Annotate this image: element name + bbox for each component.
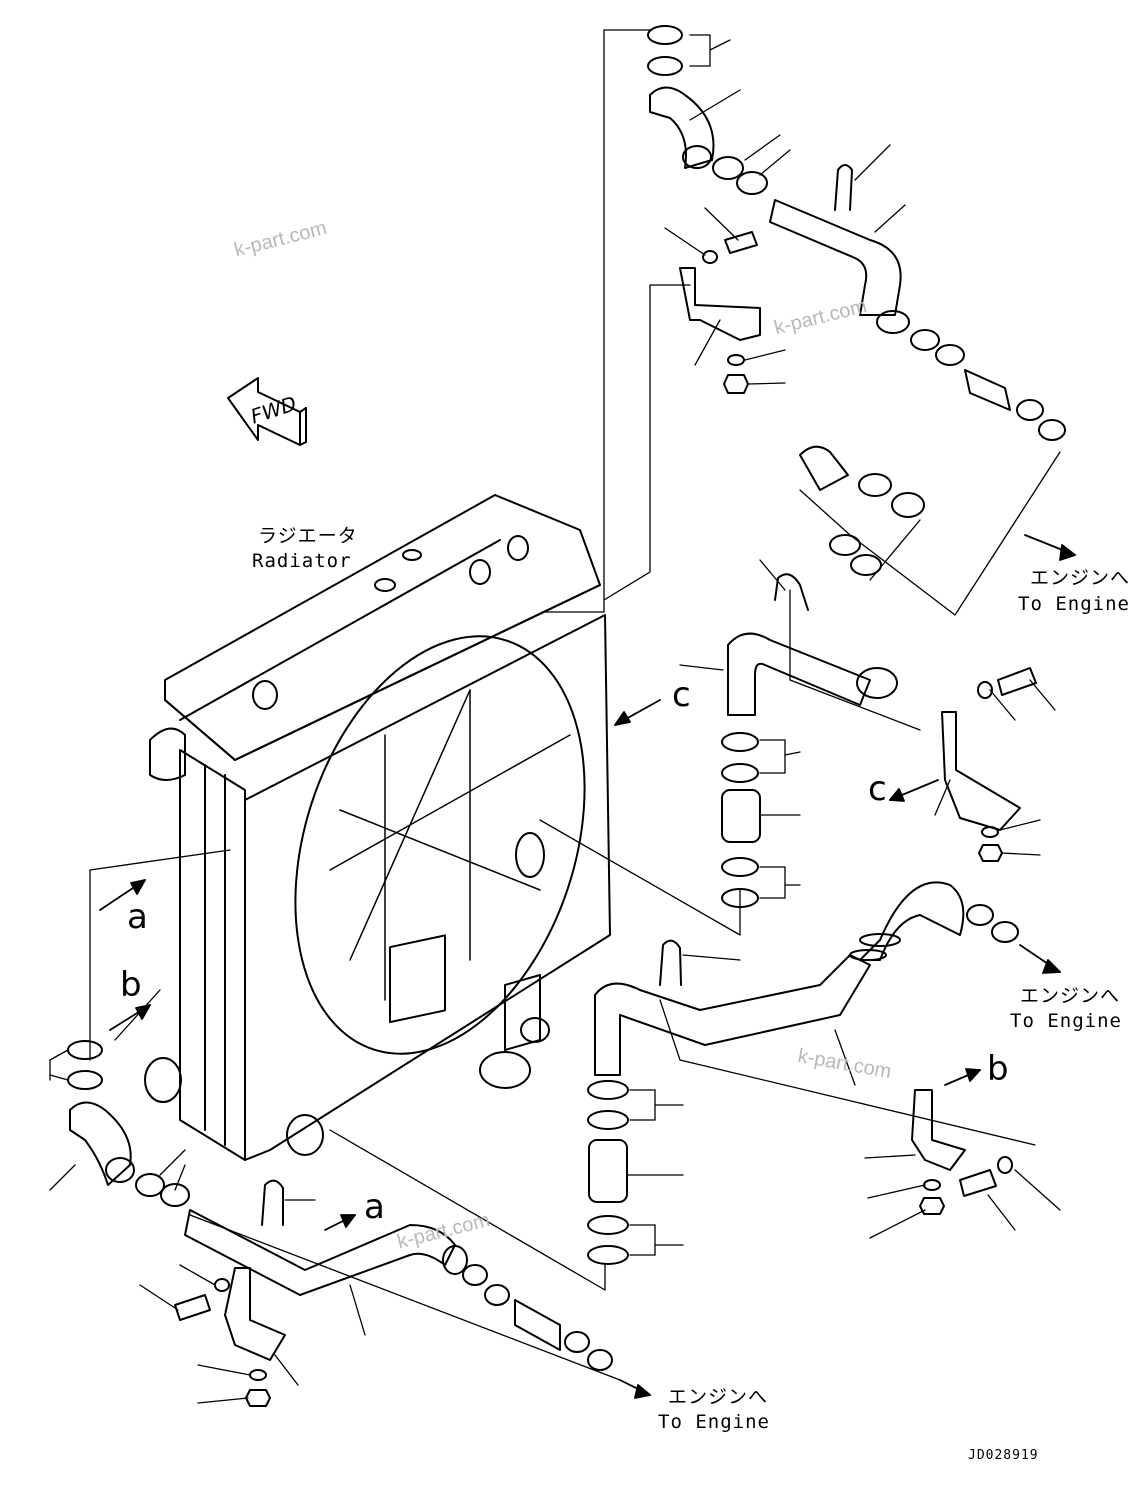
fwd-arrow-shape	[227, 377, 307, 446]
reference-lines	[89, 29, 1061, 1381]
drawing-code: JD028919	[968, 1448, 1039, 1463]
to-engine-label-jp: エンジンへ	[668, 1386, 769, 1408]
to-engine-label-jp: エンジンへ	[1030, 567, 1131, 589]
radiator-assembly	[144, 494, 611, 1161]
view-marker-c: c	[868, 769, 887, 809]
view-marker-c: c	[672, 675, 691, 715]
lower-right-hose-group	[587, 881, 1019, 1265]
view-marker-b: b	[987, 1049, 1009, 1089]
view-marker-a: a	[364, 1187, 385, 1227]
top-hose-group	[647, 25, 1066, 576]
radiator-label-jp: ラジエータ	[258, 525, 358, 547]
to-engine-label-en: To Engine	[658, 1411, 770, 1433]
view-marker-b: b	[120, 965, 142, 1005]
to-engine-label-jp: エンジンへ	[1020, 985, 1121, 1007]
leader-lines	[49, 34, 1061, 1404]
arrows	[99, 534, 1076, 1399]
to-engine-label-en: To Engine	[1018, 593, 1130, 615]
to-engine-label-en: To Engine	[1010, 1010, 1122, 1032]
view-marker-a: a	[127, 897, 148, 937]
radiator-label-en: Radiator	[252, 550, 352, 572]
lower-left-hose-group	[67, 1040, 613, 1407]
